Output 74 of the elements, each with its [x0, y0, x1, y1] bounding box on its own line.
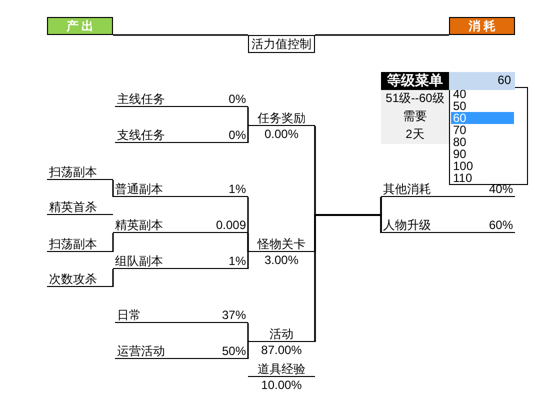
selected-option: 60 — [451, 112, 514, 124]
connector-line — [247, 233, 249, 252]
tree-item — [47, 198, 113, 215]
percent-value: 0% — [228, 92, 247, 106]
connector-line — [112, 269, 114, 287]
list-option: 40 — [451, 88, 514, 100]
item-label: 扫荡副本 — [48, 237, 98, 251]
item-label: 日常 — [116, 308, 142, 322]
connector-line — [247, 342, 249, 359]
tree-item — [47, 235, 113, 252]
connector-line — [112, 180, 114, 197]
percent-value: 50% — [220, 344, 247, 358]
connector-line — [247, 107, 249, 126]
tree-item — [115, 306, 248, 323]
percent-value: 10.00% — [260, 379, 303, 392]
item-label: 其他消耗 — [382, 182, 432, 196]
percent-value: 40% — [488, 182, 514, 196]
item-label: 普通副本 — [114, 182, 164, 196]
tree-item — [248, 109, 315, 126]
menu-header: 等级菜单 — [381, 72, 449, 90]
tree-item — [47, 163, 113, 180]
item-label: 组队副本 — [114, 254, 164, 268]
list-option: 110 — [451, 172, 514, 184]
percent-value: 87.00% — [260, 344, 303, 357]
tree-item — [115, 126, 248, 143]
item-label: 产 出 — [65, 19, 95, 33]
item-label: 精英首杀 — [48, 200, 98, 214]
connector-line — [315, 34, 449, 36]
connector-line — [112, 233, 114, 252]
percent-value: 1% — [228, 182, 247, 196]
item-label: 活动 — [268, 327, 294, 341]
item-label: 支线任务 — [116, 128, 166, 142]
percent-value: 0.009 — [214, 218, 247, 232]
percent-value: 3.00% — [263, 254, 300, 267]
percent-value: 0% — [228, 128, 247, 142]
connector-line — [247, 252, 249, 269]
list-option: 70 — [451, 124, 514, 136]
list-option: 90 — [451, 148, 514, 160]
list-option: 80 — [451, 136, 514, 148]
tree-item — [248, 235, 315, 252]
tree-item — [115, 90, 248, 107]
tree-item — [113, 252, 248, 269]
level-range: 51级--60级 — [381, 90, 449, 108]
selected-value: 60 — [449, 72, 515, 90]
item-label: 人物升级 — [382, 218, 432, 232]
category-header — [449, 17, 515, 35]
item-label: 消 耗 — [467, 19, 497, 33]
tree-item — [115, 342, 248, 359]
requirement-label: 需要 — [381, 108, 449, 126]
duration-label: 2天 — [381, 126, 449, 144]
category-header — [47, 17, 113, 35]
connector-line — [247, 323, 249, 342]
tree-item — [113, 180, 248, 197]
percent-value: 60% — [488, 218, 514, 232]
tree-item — [381, 216, 515, 233]
percent-value: 1% — [228, 254, 247, 268]
percent-value: 37% — [220, 308, 247, 322]
item-label: 次数攻杀 — [48, 272, 98, 286]
connector-line — [113, 34, 248, 36]
list-option: 100 — [451, 160, 514, 172]
item-label: 道具经验 — [256, 362, 306, 376]
tree-item — [47, 270, 113, 287]
connector-line — [247, 126, 249, 143]
item-label: 运营活动 — [116, 344, 166, 358]
item-label: 怪物关卡 — [256, 237, 306, 251]
item-label: 精英副本 — [114, 218, 164, 232]
item-label: 主线任务 — [116, 92, 166, 106]
tree-item — [113, 216, 248, 233]
tree-item — [248, 360, 315, 377]
item-label: 任务奖励 — [256, 111, 306, 125]
item-label: 扫荡副本 — [48, 165, 98, 179]
item-label: 活力值控制 — [250, 37, 312, 51]
percent-value: 0.00% — [263, 128, 300, 141]
list-option: 50 — [451, 100, 514, 112]
